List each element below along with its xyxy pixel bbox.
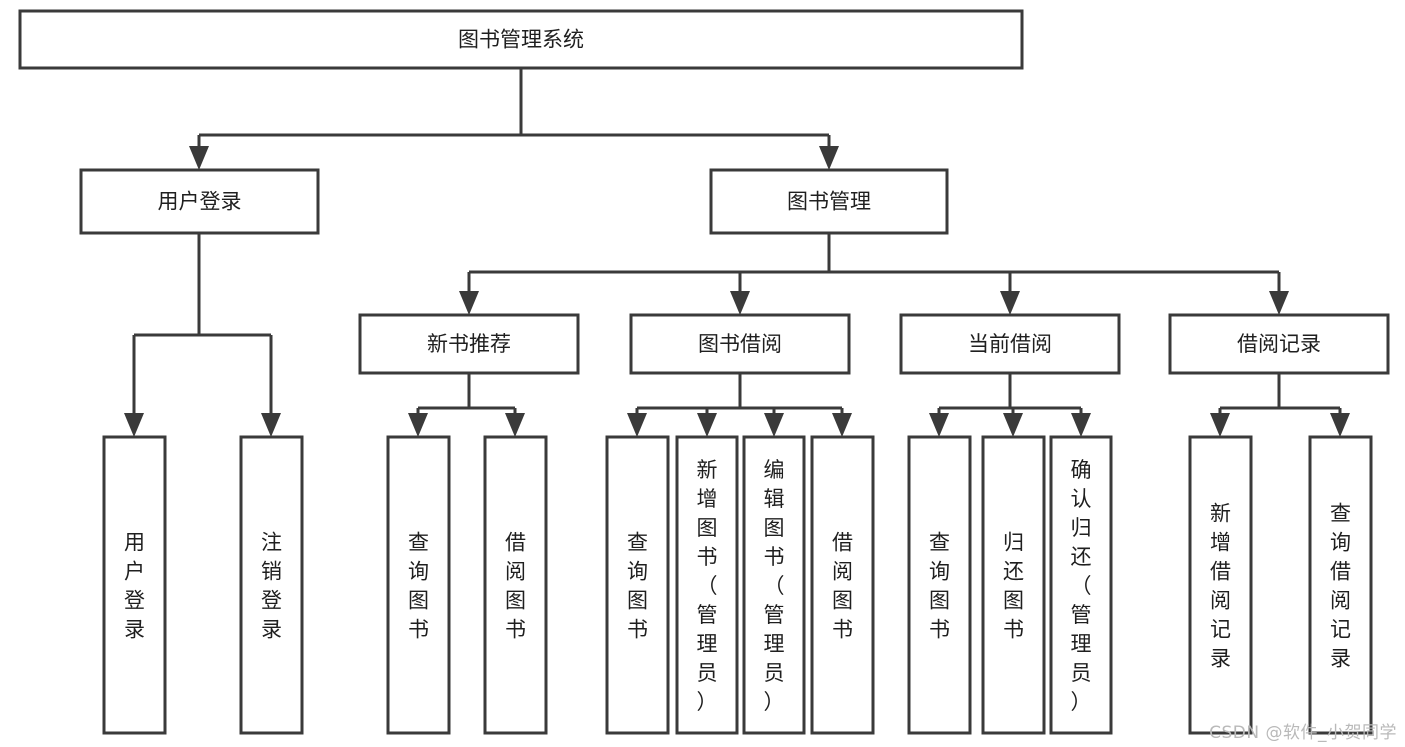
node-label: 用户登录 xyxy=(124,531,145,642)
node-label: 图书借阅 xyxy=(698,332,782,356)
arrow-head-icon xyxy=(1003,413,1023,437)
connector-newbook-to-leaves xyxy=(408,373,525,437)
arrow-head-icon xyxy=(929,413,949,437)
arrow-head-icon xyxy=(1210,413,1230,437)
node-label: 新增借阅记录 xyxy=(1210,502,1231,671)
node-box[interactable] xyxy=(483,435,548,735)
node-label: 查询图书 xyxy=(929,531,950,642)
node-user-login[interactable]: 用户登录 xyxy=(79,168,320,235)
node-box[interactable] xyxy=(907,435,972,735)
node-leaf-query-book-1[interactable]: 查询图书 xyxy=(386,435,451,735)
node-label: 借阅图书 xyxy=(832,531,853,642)
node-root-图书管理系统[interactable]: 图书管理系统 xyxy=(18,9,1024,70)
arrow-head-icon xyxy=(189,146,209,170)
node-label: 借阅记录 xyxy=(1237,332,1321,356)
node-label: 编辑图书（管理员） xyxy=(764,458,785,714)
connectors-layer xyxy=(124,68,1350,437)
node-label: 用户登录 xyxy=(158,190,242,214)
node-label: 确认归还（管理员） xyxy=(1071,458,1092,714)
node-box[interactable] xyxy=(605,435,670,735)
node-leaf-borrow-book-2[interactable]: 借阅图书 xyxy=(810,435,875,735)
node-leaf-borrow-book-1[interactable]: 借阅图书 xyxy=(483,435,548,735)
arrow-head-icon xyxy=(832,413,852,437)
node-box[interactable] xyxy=(675,435,739,735)
node-box[interactable] xyxy=(629,313,851,375)
node-box[interactable] xyxy=(386,435,451,735)
node-box[interactable] xyxy=(18,9,1024,70)
node-label: 图书管理系统 xyxy=(458,28,584,52)
connector-record-to-leaves xyxy=(1210,373,1350,437)
node-leaf-return-book[interactable]: 归还图书 xyxy=(981,435,1046,735)
node-box[interactable] xyxy=(981,435,1046,735)
node-label: 注销登录 xyxy=(261,531,282,642)
node-leaf-add-record[interactable]: 新增借阅记录 xyxy=(1188,435,1253,735)
node-book-manage[interactable]: 图书管理 xyxy=(709,168,949,235)
node-leaf-confirm-return[interactable]: 确认归还（管理员） xyxy=(1049,435,1113,735)
nodes-layer: 图书管理系统用户登录图书管理新书推荐图书借阅当前借阅借阅记录用户登录注销登录查询… xyxy=(18,9,1390,735)
arrow-head-icon xyxy=(627,413,647,437)
node-label: 查询图书 xyxy=(408,531,429,642)
node-box[interactable] xyxy=(79,168,320,235)
arrow-head-icon xyxy=(1269,291,1289,315)
node-borrow-record[interactable]: 借阅记录 xyxy=(1168,313,1390,375)
arrow-head-icon xyxy=(819,146,839,170)
node-new-book-recommend[interactable]: 新书推荐 xyxy=(358,313,580,375)
node-box[interactable] xyxy=(810,435,875,735)
node-leaf-query-book-2[interactable]: 查询图书 xyxy=(605,435,670,735)
connector-bookmanage-to-level2 xyxy=(459,233,1289,315)
arrow-head-icon xyxy=(1330,413,1350,437)
connector-current-to-leaves xyxy=(929,373,1091,437)
arrow-head-icon xyxy=(124,413,144,437)
node-box[interactable] xyxy=(358,313,580,375)
node-leaf-add-book[interactable]: 新增图书（管理员） xyxy=(675,435,739,735)
node-label: 当前借阅 xyxy=(968,332,1052,356)
node-box[interactable] xyxy=(1049,435,1113,735)
node-label: 新书推荐 xyxy=(427,332,511,356)
arrow-head-icon xyxy=(261,413,281,437)
node-label: 借阅图书 xyxy=(505,531,526,642)
arrow-head-icon xyxy=(764,413,784,437)
node-box[interactable] xyxy=(1168,313,1390,375)
connector-root-to-level1 xyxy=(189,68,839,170)
node-box[interactable] xyxy=(1188,435,1253,735)
node-leaf-edit-book[interactable]: 编辑图书（管理员） xyxy=(742,435,806,735)
node-label: 查询图书 xyxy=(627,531,648,642)
csdn-watermark: CSDN @软件_小贺同学 xyxy=(1209,723,1397,743)
arrow-head-icon xyxy=(1071,413,1091,437)
node-leaf-user-login[interactable]: 用户登录 xyxy=(102,435,167,735)
node-leaf-query-record[interactable]: 查询借阅记录 xyxy=(1308,435,1373,735)
arrow-head-icon xyxy=(459,291,479,315)
node-label: 归还图书 xyxy=(1003,531,1024,642)
node-box[interactable] xyxy=(102,435,167,735)
arrow-head-icon xyxy=(697,413,717,437)
arrow-head-icon xyxy=(408,413,428,437)
node-box[interactable] xyxy=(1308,435,1373,735)
node-box[interactable] xyxy=(742,435,806,735)
node-box[interactable] xyxy=(709,168,949,235)
arrow-head-icon xyxy=(1000,291,1020,315)
node-leaf-query-book-3[interactable]: 查询图书 xyxy=(907,435,972,735)
node-label: 查询借阅记录 xyxy=(1330,502,1351,671)
connector-borrow-to-leaves xyxy=(627,373,852,437)
node-label: 新增图书（管理员） xyxy=(697,458,718,714)
node-box[interactable] xyxy=(899,313,1121,375)
node-book-borrow[interactable]: 图书借阅 xyxy=(629,313,851,375)
node-label: 图书管理 xyxy=(787,190,871,214)
node-leaf-user-logout[interactable]: 注销登录 xyxy=(239,435,304,735)
node-current-borrow[interactable]: 当前借阅 xyxy=(899,313,1121,375)
arrow-head-icon xyxy=(505,413,525,437)
node-box[interactable] xyxy=(239,435,304,735)
connector-userlogin-to-leaves xyxy=(124,233,281,437)
arrow-head-icon xyxy=(730,291,750,315)
